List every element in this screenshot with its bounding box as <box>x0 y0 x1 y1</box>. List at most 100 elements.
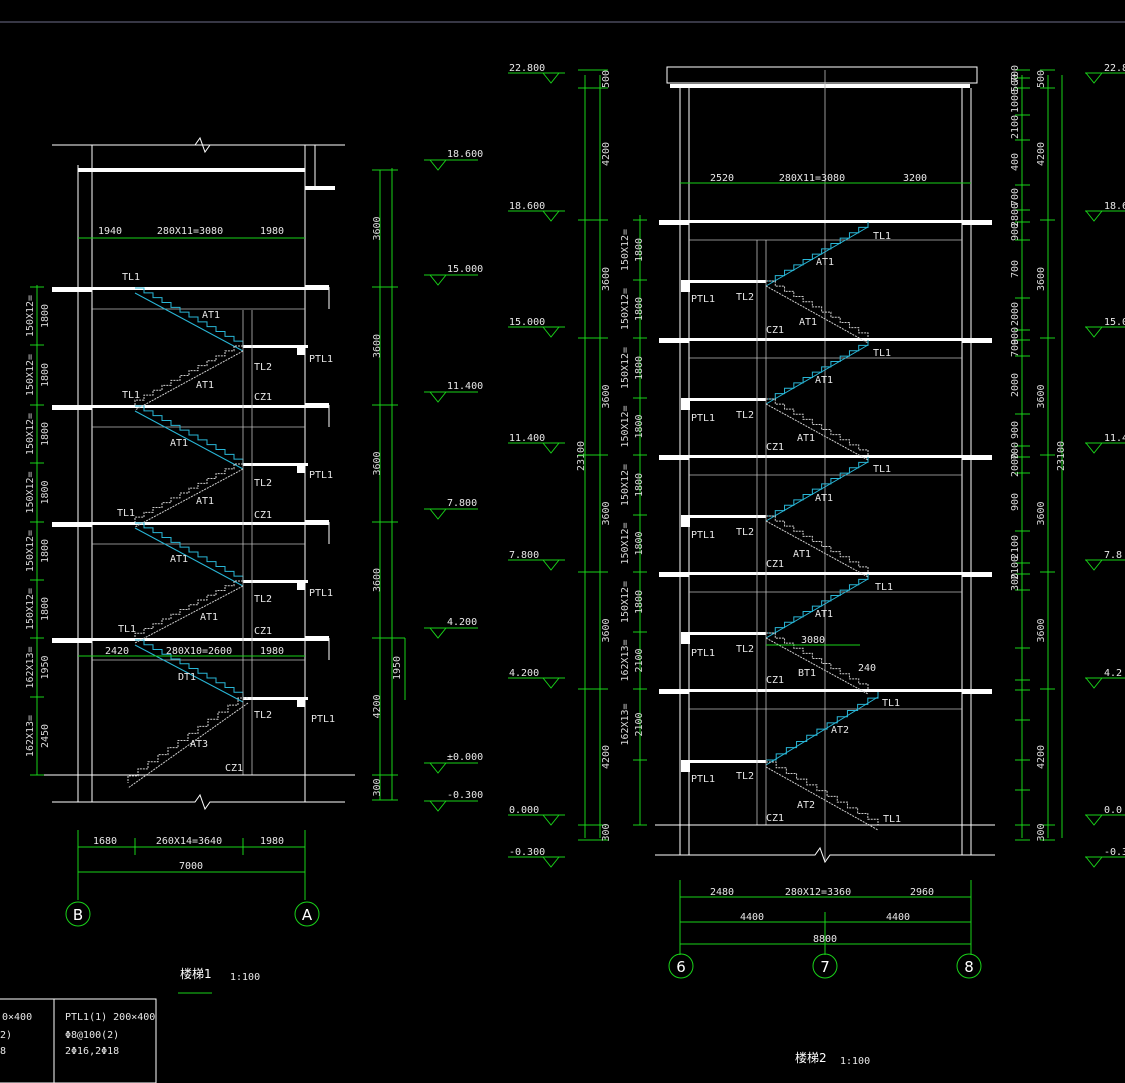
member-label: AT1 <box>200 612 218 623</box>
member-label: CZ1 <box>766 442 784 453</box>
axis-bubble <box>812 953 838 979</box>
dim-label: 1800 <box>634 238 645 262</box>
dim-label: 900 <box>1010 421 1021 439</box>
stair-soffit <box>127 702 249 789</box>
member-label: AT2 <box>797 800 815 811</box>
elevation-triangle <box>1085 326 1103 338</box>
dim-label: 900 <box>1010 223 1021 241</box>
dim-label: 2100 <box>1010 535 1021 559</box>
stair-soffit <box>134 350 244 411</box>
slab <box>659 689 689 694</box>
break-line <box>52 793 345 811</box>
axis-label: B <box>73 906 83 924</box>
stair-soffit <box>134 410 244 470</box>
member-label: TL1 <box>883 814 901 825</box>
member-label: PTL1 <box>691 530 715 541</box>
axis-label: A <box>302 906 313 924</box>
landing <box>681 398 766 401</box>
drawing-scale: 1:100 <box>230 972 260 983</box>
stair-soffit <box>765 226 869 287</box>
elevation-triangle <box>429 762 447 774</box>
dim-label: 4200 <box>601 745 612 769</box>
dim-label: 3600 <box>372 451 383 475</box>
member-label: CZ1 <box>254 626 272 637</box>
dim-label: ±0.000 <box>447 752 483 763</box>
table-cell: 2) <box>0 1030 12 1041</box>
elevation-triangle <box>542 442 560 454</box>
dim-label: 7.8 <box>1104 550 1122 561</box>
dim-label: -0.3 <box>1104 847 1125 858</box>
dim-label: 11.4 <box>1104 433 1125 444</box>
dim-label: 4200 <box>372 694 383 718</box>
member-label: BT1 <box>798 668 816 679</box>
beam <box>681 280 690 292</box>
axis-bubble <box>294 901 320 927</box>
dim-label: 900 <box>1010 327 1021 345</box>
dim-label: 700 <box>1010 188 1021 206</box>
span-label: 2420 <box>105 646 129 657</box>
dim-label: 11.400 <box>509 433 545 444</box>
member-label: AT1 <box>196 496 214 507</box>
dim-label: 4.200 <box>509 668 539 679</box>
dim-label: 1800 <box>634 356 645 380</box>
dim-label: 150X12= <box>25 588 36 630</box>
slab <box>52 405 92 410</box>
dim-label: 162X13= <box>25 646 36 688</box>
break-line <box>655 846 995 864</box>
dim-label: 7.800 <box>509 550 539 561</box>
slab <box>659 220 689 225</box>
dim-label: 150X12= <box>25 354 36 396</box>
member-label: CZ1 <box>254 510 272 521</box>
dim-label: 150X12= <box>620 522 631 564</box>
member-label: CZ1 <box>766 325 784 336</box>
slab <box>670 84 970 88</box>
dim-label: 3600 <box>601 501 612 525</box>
dim-label: 3600 <box>1036 501 1047 525</box>
slab <box>659 455 689 460</box>
span-label: 4400 <box>886 912 910 923</box>
dim-label: 150X12= <box>25 413 36 455</box>
dim-label: 162X13= <box>620 639 631 681</box>
landing <box>243 697 308 700</box>
dim-label: 3600 <box>372 568 383 592</box>
stair-flight <box>766 632 869 689</box>
dim-label: 1950 <box>40 655 51 679</box>
span-label: 280X10=2600 <box>166 646 232 657</box>
dim-label: 4200 <box>601 142 612 166</box>
stair-soffit <box>765 578 869 639</box>
dim-label: 2000 <box>1010 302 1021 326</box>
dim-label: 3600 <box>1036 384 1047 408</box>
table-cell: 8 <box>0 1046 6 1057</box>
member-label: TL2 <box>736 410 754 421</box>
total-height-label: 23100 <box>576 441 587 471</box>
beam <box>297 580 305 590</box>
span-label: 1980 <box>260 646 284 657</box>
member-label: CZ1 <box>766 559 784 570</box>
dim-label: 500 <box>1010 74 1021 92</box>
member-label: TL1 <box>117 508 135 519</box>
member-label: AT1 <box>799 317 817 328</box>
member-label: TL1 <box>875 582 893 593</box>
dim-label: 15.0 <box>1104 317 1125 328</box>
break-line <box>52 136 345 154</box>
beam-schedule-table: 0×400 2) 8 PTL1(1) 200×400 Φ8@100(2) 2Φ1… <box>0 998 157 1083</box>
member-label: AT3 <box>190 739 208 750</box>
stair-flight <box>135 405 244 464</box>
member-label: TL2 <box>254 594 272 605</box>
span-label: 3200 <box>903 173 927 184</box>
dim-label: 300 <box>1036 823 1047 841</box>
span-label: 2960 <box>910 887 934 898</box>
dim-label: 150X12= <box>620 288 631 330</box>
dim-label: 22.800 <box>509 63 545 74</box>
dim-label: -0.300 <box>509 847 545 858</box>
axis-bubble <box>956 953 982 979</box>
slab <box>689 689 962 692</box>
member-label: AT1 <box>816 257 834 268</box>
dim-label: 1800 <box>634 590 645 614</box>
member-label: TL1 <box>122 390 140 401</box>
span-label: 1980 <box>260 226 284 237</box>
member-label: AT1 <box>815 609 833 620</box>
